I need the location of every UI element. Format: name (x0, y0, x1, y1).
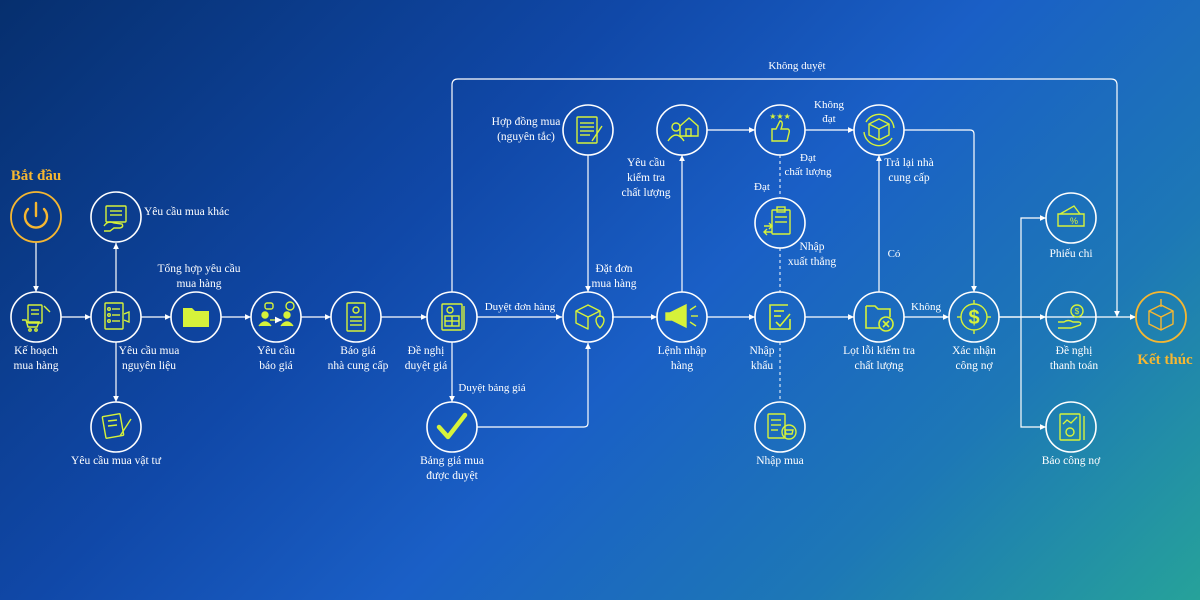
edge-label-khong-duyet: Không duyệt (768, 60, 826, 72)
connectors (33, 78, 1136, 430)
node-xac-nhan[interactable]: $ (948, 291, 1000, 343)
node-de-nghi-tt[interactable]: $ (1045, 291, 1097, 343)
svg-text:$: $ (1075, 307, 1080, 316)
label-de-nghi-tt: Đề nghị thanh toán (1049, 345, 1099, 372)
node-bang-gia-duyet[interactable] (426, 401, 478, 453)
node-de-nghi-duyet[interactable] (426, 291, 478, 343)
label-phieu-chi: Phiếu chi (1049, 248, 1093, 260)
node-nhap-mua[interactable] (754, 401, 806, 453)
label-yc-bao-gia: Yêu cầu báo giá (257, 345, 295, 372)
start-node[interactable] (10, 191, 62, 243)
power-icon (23, 201, 49, 229)
node-yc-kiem-tra[interactable] (656, 104, 708, 156)
label-de-nghi-duyet: Đề nghị duyệt giá (404, 345, 448, 372)
label-bang-gia-duyet: Bảng giá mua được duyệt (420, 455, 484, 482)
node-nhap-xuat-thang[interactable] (754, 197, 806, 249)
check-icon (436, 412, 468, 440)
report-chart-icon (1059, 413, 1085, 441)
label-lenh-nhap: Lệnh nhập hàng (657, 345, 707, 372)
label-yc-kiem-tra: Yêu cầu kiểm tra chất lượng (621, 157, 671, 199)
node-hop-dong[interactable] (562, 104, 614, 156)
clipboard-transfer-icon (763, 206, 791, 236)
node-bao-gia-ncc[interactable] (330, 291, 382, 343)
hand-coin-icon: $ (1058, 304, 1084, 329)
label-nhap-xuat-thang: Nhập xuất thẳng (787, 241, 837, 268)
node-tra-lai[interactable] (853, 104, 905, 156)
plan-cart-icon (22, 304, 51, 332)
edge-banggia-datdon (477, 343, 591, 428)
node-yc-bao-gia[interactable] (250, 291, 302, 343)
box-return-icon (863, 113, 895, 147)
people-exchange-icon (258, 301, 295, 327)
label-yc-nguyen-lieu: Yêu cầu mua nguyên liệu (118, 345, 180, 372)
label-nhap-khau: Nhập khẩu (749, 345, 775, 372)
person-house-icon (667, 117, 699, 142)
edge-label-dat: Đạt (754, 181, 770, 193)
label-yc-mua-khac: Yêu cầu mua khác (144, 206, 230, 218)
edge-khong-duyet (451, 78, 1120, 317)
label-hop-dong: Hợp đồng mua (nguyên tắc) (491, 116, 561, 143)
edge-label-duyet-don-hang: Duyệt đơn hàng (484, 301, 556, 313)
folder-icon (183, 308, 209, 327)
node-nhap-khau[interactable] (754, 291, 806, 343)
node-bao-cong-no[interactable] (1045, 401, 1097, 453)
label-xac-nhan: Xác nhận công nợ (952, 345, 996, 372)
checklist-icon (104, 302, 130, 330)
dollar-target-icon: $ (957, 300, 991, 334)
label-bao-gia-ncc: Báo giá nhà cung cấp (327, 345, 389, 372)
package-pin-icon (575, 304, 605, 330)
node-yc-mua-khac[interactable] (90, 191, 142, 243)
price-sheet-icon (441, 303, 465, 331)
edge-xacnhan-baocongno (1020, 317, 1046, 430)
label-ke-hoach: Kế hoạch mua hàng (13, 345, 59, 372)
node-ke-hoach[interactable] (10, 291, 62, 343)
label-dat-don: Đặt đơn mua hàng (591, 263, 637, 290)
contract-icon (576, 116, 603, 144)
edge-label-khong: Không (911, 301, 941, 313)
voucher-percent-icon: % (1057, 205, 1085, 227)
svg-text:$: $ (968, 307, 979, 329)
svg-text:★★★: ★★★ (769, 112, 791, 121)
edge-label-duyet-bang-gia: Duyệt bảng giá (458, 382, 526, 394)
folder-x-icon (865, 305, 894, 332)
edge-label-khong-dat: Không đạt (814, 99, 844, 125)
edge-label-co: Có (887, 248, 901, 260)
end-label: Kết thúc (1137, 352, 1193, 368)
clipboard-check-icon (769, 304, 791, 330)
label-tra-lai: Trả lại nhà cung cấp (884, 157, 934, 184)
node-phieu-chi[interactable]: % (1045, 192, 1097, 244)
contract-pen-icon (101, 413, 132, 439)
edge-tralai-xacnhan (904, 129, 977, 292)
label-yc-vat-tu: Yêu cầu mua vật tư (71, 455, 161, 467)
node-lot-loi[interactable] (853, 291, 905, 343)
thumbs-up-stars-icon: ★★★ (769, 112, 791, 142)
box-icon (1148, 299, 1174, 331)
node-chat-luong[interactable]: ★★★ (754, 104, 806, 156)
label-bao-cong-no: Báo công nợ (1041, 455, 1101, 467)
label-lot-loi: Lọt lỗi kiểm tra chất lượng (843, 345, 915, 372)
node-yc-nguyen-lieu[interactable] (90, 291, 142, 343)
megaphone-icon (665, 303, 698, 329)
node-yc-vat-tu[interactable] (90, 401, 142, 453)
start-label: Bắt đầu (10, 168, 62, 184)
node-tong-hop[interactable] (170, 291, 222, 343)
document-hand-icon (103, 205, 127, 232)
svg-text:%: % (1070, 216, 1078, 226)
node-dat-don[interactable] (562, 291, 614, 343)
edge-label-dat-chat-luong: Đạt chất lượng (784, 152, 832, 178)
node-circles: ★★★ (10, 104, 1097, 453)
end-node[interactable] (1135, 291, 1187, 343)
label-nhap-mua: Nhập mua (756, 455, 804, 467)
edge-xacnhan-phieuchi (999, 215, 1046, 318)
label-tong-hop: Tổng hợp yêu cầu mua hàng (157, 263, 241, 290)
invoice-icon (346, 302, 366, 332)
list-cart-icon (767, 413, 797, 440)
node-lenh-nhap[interactable] (656, 291, 708, 343)
